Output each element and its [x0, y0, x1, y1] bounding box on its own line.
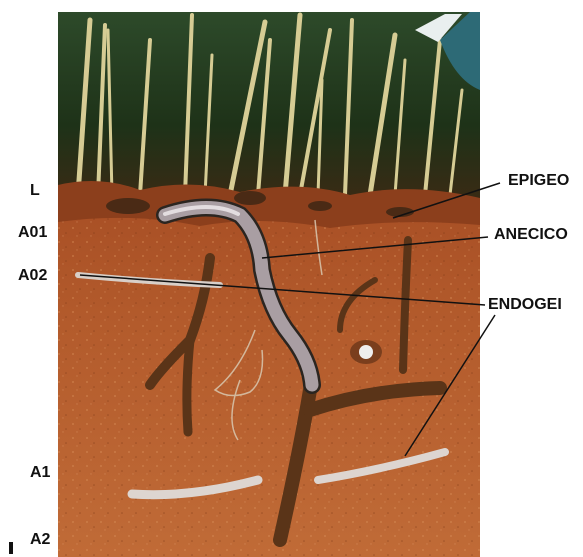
- horizon-label-A02: A02: [18, 268, 47, 284]
- horizon-label-A01: A01: [18, 225, 47, 241]
- corner-mark: [9, 542, 13, 554]
- horizon-label-A1: A1: [30, 465, 50, 481]
- label-anecico: ANECICO: [494, 227, 568, 243]
- horizon-label-L: L: [30, 183, 40, 199]
- cocoon-egg: [359, 345, 373, 359]
- horizon-label-A2: A2: [30, 532, 50, 548]
- label-endogei: ENDOGEI: [488, 297, 562, 313]
- label-epigeo: EPIGEO: [508, 173, 569, 189]
